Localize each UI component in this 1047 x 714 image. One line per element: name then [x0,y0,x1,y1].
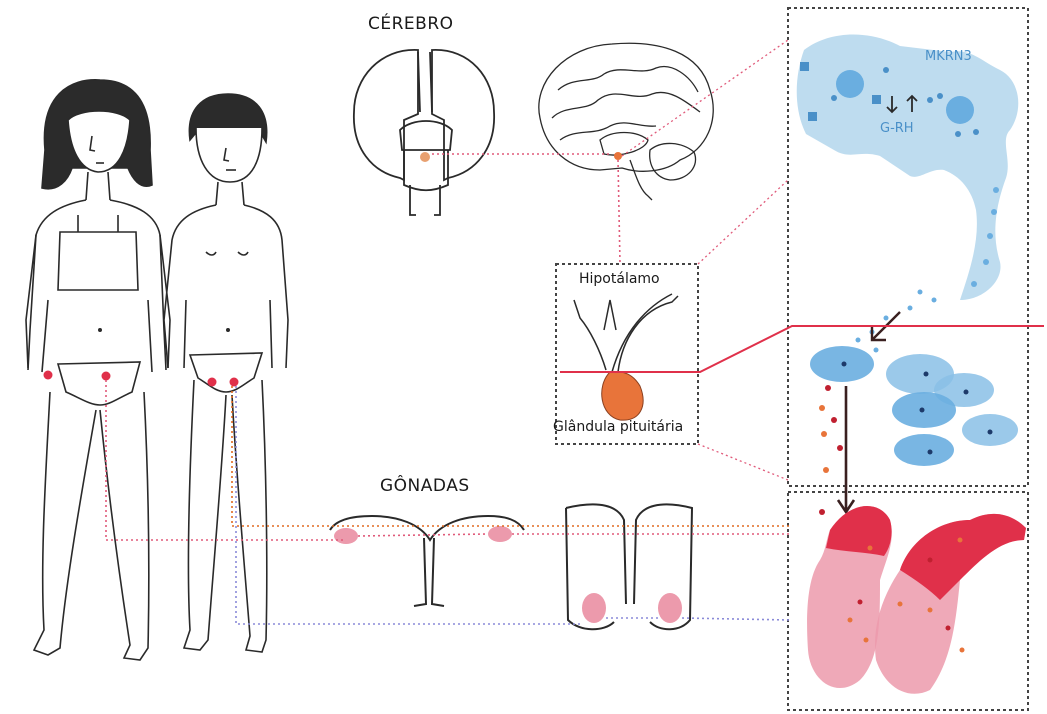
hormone-label: G-RH [880,121,914,136]
gonads-label: GÔNADAS [380,476,470,496]
brain-side-gyrus-2 [552,92,700,118]
granule-square-1 [800,62,809,71]
girl-torso [28,200,166,370]
brain-front-right-hemisphere [432,50,494,180]
brain-side-thalamus [600,133,648,156]
uterus-cervix [414,538,444,606]
boy-neck [216,182,244,205]
link-boy-orange [232,386,790,526]
boy-underwear [190,353,262,392]
girl-neck [86,172,110,200]
link-zoom-lower [698,444,788,480]
brain-side-cerebellum [650,143,696,180]
girl-legs [34,392,149,660]
link-testis-to-panel [682,618,790,620]
girl-ovary-left-dot [44,371,53,380]
brain-side-brainstem [630,160,652,200]
hypothalamus-left-curve [574,300,606,370]
girl-ovary-right-dot [102,372,111,381]
boy-face [196,128,262,182]
neuron-nucleus-1 [836,70,864,98]
boy-torso [164,205,288,368]
brain-front-view [354,50,494,215]
neuron-nucleus-2 [946,96,974,124]
link-boy-to-testes [236,386,582,624]
boy-chest [206,252,248,255]
granule-square-3 [872,95,881,104]
hormone-dots [819,385,843,515]
hypothalamus-label: Hipotálamo [579,271,660,287]
pituitary-cell-6 [894,434,954,466]
boy-legs [184,380,267,652]
ovary-left [334,528,358,544]
brain-front-hypothalamus-dot [420,152,430,162]
hypothalamus-left-tip [604,300,616,330]
link-zoom-upper [698,180,788,264]
ovary-right [488,526,512,542]
pituitary-gland [602,372,643,420]
girl-inner-arms [42,300,152,372]
girl-top [58,232,138,290]
brain-label: CÉREBRO [368,14,454,34]
granule-square-2 [808,112,817,121]
boy-figure [164,94,288,652]
girl-figure [26,80,170,660]
pituitary-label: Glândula pituitária [553,419,683,435]
testis-left [582,593,606,623]
gonad-tissue-left-top [826,506,892,556]
girl-underwear [58,362,140,405]
brain-side-hypothalamus-dot [614,152,622,160]
brain-side-outline [539,43,713,171]
girl-straps [78,215,118,232]
hypothalamus-drawing [574,294,678,372]
boy-testis-left-dot [208,378,217,387]
brain-front-left-hemisphere [354,50,418,180]
brain-front-fissure [418,52,432,112]
link-ovary-to-ovary [358,534,488,536]
gene-label: MKRN3 [925,49,972,64]
brain-side-gyrus-1 [558,67,698,92]
link-brain-to-hypothalamus [618,160,620,264]
brain-side-view [539,43,713,200]
testis-right [658,593,682,623]
hypothalamus-right-curve [618,296,678,372]
boy-testis-right-dot [230,378,239,387]
hypothalamus-boundary-line [560,326,1044,372]
brain-side-gyrus-3 [560,123,656,140]
boy-inner-arms [184,300,272,368]
